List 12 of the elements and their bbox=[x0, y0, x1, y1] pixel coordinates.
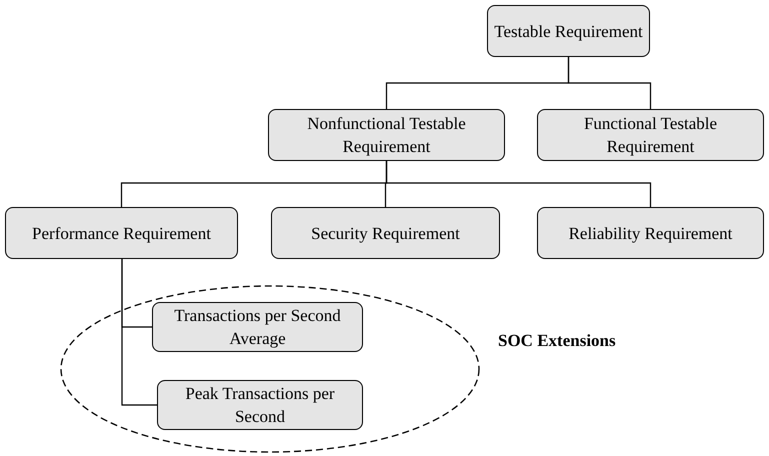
connector-line bbox=[121, 259, 157, 406]
requirement-box: Transactions per Second Average bbox=[152, 302, 363, 352]
requirement-box: Security Requirement bbox=[271, 207, 500, 259]
connector-line bbox=[386, 161, 652, 207]
requirement-box: Peak Transactions per Second bbox=[157, 380, 363, 430]
requirement-box: Performance Requirement bbox=[5, 207, 238, 259]
requirement-box: Testable Requirement bbox=[487, 5, 650, 57]
group-label: SOC Extensions bbox=[498, 330, 616, 352]
requirement-box: Reliability Requirement bbox=[537, 207, 764, 259]
requirement-box: Nonfunctional Testable Requirement bbox=[268, 109, 505, 161]
connector-line bbox=[568, 57, 652, 109]
requirement-box: Functional Testable Requirement bbox=[537, 109, 764, 161]
